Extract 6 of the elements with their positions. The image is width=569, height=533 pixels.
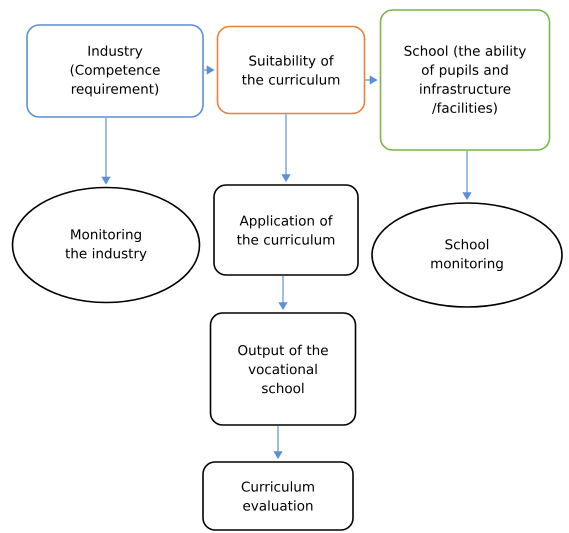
process-box: Curriculum evaluation (202, 461, 354, 531)
process-box: Output of the vocational school (210, 312, 356, 426)
process-box: School (the ability of pupils and infrastructure /facilities) (380, 9, 550, 151)
process-box: Application of the curriculum (213, 184, 359, 276)
process-box: Suitability of the curriculum (216, 26, 366, 114)
process-box: Industry (Competence requirement) (26, 24, 204, 118)
